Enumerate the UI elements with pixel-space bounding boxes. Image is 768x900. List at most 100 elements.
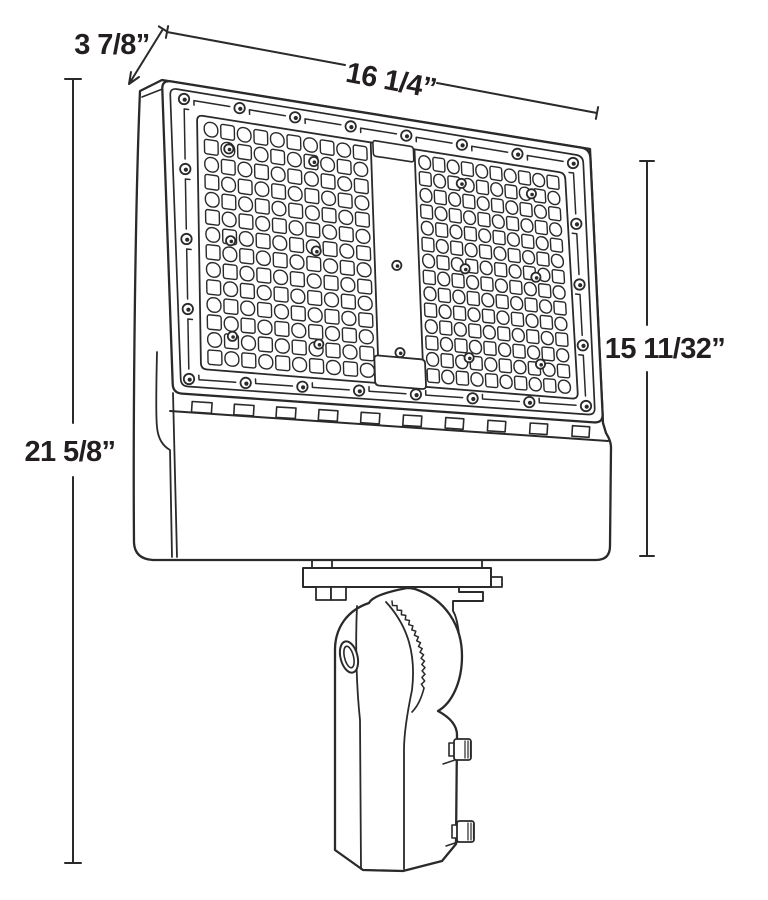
led-lens-module-2 [419,155,571,394]
lens-cell [258,337,272,352]
screw-dot [349,125,354,130]
lens-cell [289,220,303,236]
screw-dot [471,396,476,402]
lens-cell [309,358,323,373]
lens-cell [480,261,492,276]
lens-cell [256,233,270,249]
lens-cell [494,246,506,261]
lens-cell [291,306,305,321]
lens-module-screws [223,143,547,370]
lens-cell [493,230,505,245]
lens-cell [204,139,218,155]
lens-cell [358,279,372,294]
lens-cell [206,244,220,260]
lens-cell [498,327,511,341]
lens-cell [433,174,445,189]
screw-dot [187,377,192,382]
screw-dot [238,106,243,111]
lens-cell [558,380,571,394]
lens-cell [426,352,438,367]
lens-cell [499,359,512,373]
lens-cell [355,212,369,228]
lens-cell [343,361,357,376]
lens-cell [224,281,238,297]
lens-cell [542,347,555,361]
lens-cell [357,245,371,260]
wire-slot [415,136,453,144]
lens-cell [289,203,303,219]
lens-cell [255,198,269,214]
lens-cell [221,142,235,158]
lens-cell [453,290,465,305]
lens-cell [498,343,511,357]
lens-cell [322,207,336,223]
lens-cell [241,318,255,334]
lens-cell [238,144,252,160]
lens-cell [454,322,466,337]
lens-cell [240,248,254,264]
lens-cell [255,164,269,180]
lens-cell [419,171,431,186]
screw-dot [312,160,317,164]
side-face-top-edge [141,87,166,98]
screw-dot [584,404,589,409]
screw-dot [571,161,576,166]
lens-cell [554,301,567,315]
lens-cell [276,356,290,371]
lens-cell [256,250,270,266]
wire-slot [470,145,509,153]
bolt-boss-inner [343,645,355,669]
screw-dot [315,249,319,254]
lens-cell [257,285,271,301]
lens-cell [359,313,373,328]
lens-cell [427,369,439,383]
lens-cell [239,214,253,230]
lens-cell [290,271,304,287]
screw-dot [357,389,362,394]
side-face-crease [155,351,173,558]
lens-cell [206,209,220,225]
lens-cell [354,162,368,178]
wire-slot [198,374,237,383]
lens-cell [290,237,304,253]
lens-cell [439,304,451,319]
wire-slot [185,248,192,300]
lens-cell [309,324,323,339]
lens-cell [548,206,560,221]
lens-cell [340,260,354,275]
knuckle-and-arm [333,586,464,873]
lens-cell [320,140,334,156]
dimension-label-front-height: 15 11/32” [605,333,725,365]
led-lens-module-1 [204,121,374,377]
lens-cell [258,302,272,318]
lens-cell [356,229,370,244]
clip-tab [402,414,423,428]
wire-slot [359,127,398,135]
lens-cell [449,208,461,223]
lens-cell [435,206,447,221]
lens-cell [205,157,219,173]
lens-cell [522,234,534,249]
lens-cell [275,338,289,353]
lens-cell [304,171,318,187]
lens-cell [337,142,351,158]
lens-cell [500,375,513,389]
lens-cell [342,328,356,343]
lens-cell [208,332,222,348]
lens-cell [304,137,318,153]
lens-cell [237,127,251,143]
lens-cell [321,157,335,173]
lens-cell [522,250,534,265]
lens-cell [555,317,568,331]
lens-cell [222,194,236,210]
lens-cell [467,291,479,306]
lens-cell [239,231,253,247]
lens-cell [540,315,553,329]
lens-cell [464,226,476,241]
bolt-mark [445,841,459,847]
lens-cell [257,268,271,284]
clip-tab [275,406,297,420]
lens-cell [221,159,235,175]
lens-cell [448,192,460,207]
lens-cell [287,134,301,150]
